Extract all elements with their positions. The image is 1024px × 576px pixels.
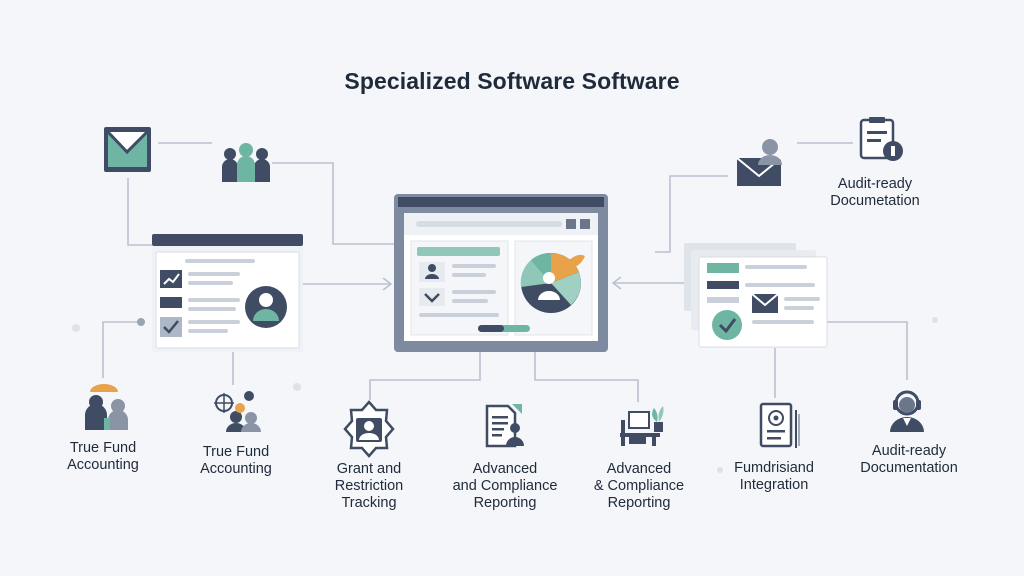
label-line: Advanced (472, 461, 538, 477)
label-line: Accounting (67, 457, 139, 473)
arrow-into-center-right (611, 276, 622, 290)
label-line: Tracking (341, 495, 397, 511)
connector-left-feature1 (102, 321, 145, 378)
label-line: True Fund (69, 440, 137, 456)
feature-label-audit-documentation-top: Audit-ready Documetation (800, 176, 950, 210)
workstation-icon (620, 406, 664, 446)
feature-label-grant-restriction-tracking: Grant and Restriction Tracking (294, 461, 444, 512)
badge-user-icon (343, 400, 395, 458)
connector-team-center (272, 162, 397, 245)
label-line: Accounting (200, 461, 272, 477)
feature-label-audit-documentation-bottom: Audit-ready Documentation (834, 443, 984, 477)
label-line: Reporting (607, 495, 671, 511)
connector-center-feature3 (369, 352, 481, 400)
team-icon (222, 143, 270, 182)
page-title: Specialized Software Software (344, 68, 680, 94)
label-line: Advanced (606, 461, 672, 477)
label-line: Documetation (830, 193, 920, 209)
arrow-into-center-left (382, 277, 393, 291)
label-line: Audit-ready (837, 176, 913, 192)
connector-center-feature5 (534, 352, 639, 402)
feature-label-advanced-compliance-reporting-2: Advanced & Compliance Reporting (564, 461, 714, 512)
label-line: Audit-ready (871, 443, 947, 459)
label-line: and Compliance (452, 478, 558, 494)
label-line: Fumdrisiand (734, 460, 814, 476)
connector-center-mail-right (655, 175, 728, 253)
label-line: Reporting (473, 495, 537, 511)
mail-person-icon (736, 139, 782, 186)
connector-right-feature7 (826, 321, 908, 380)
support-agent-icon (890, 390, 924, 432)
feature-label-advanced-compliance-reporting-1: Advanced and Compliance Reporting (430, 461, 580, 512)
pie-chart-icon (520, 252, 585, 313)
envelope-icon (104, 127, 151, 172)
feature-label-fundraising-integration: Fumdrisiand Integration (699, 460, 849, 494)
collaborators-icon (214, 391, 261, 432)
connector-lines (102, 142, 908, 402)
left-dashboard-window (152, 234, 303, 352)
label-line: Restriction (334, 478, 404, 494)
feature-label-true-fund-accounting-2: True Fund Accounting (161, 444, 311, 478)
report-user-icon (485, 404, 524, 448)
label-line: True Fund (202, 444, 270, 460)
compliance-document-icon (859, 117, 903, 161)
connector-mail-left (127, 178, 152, 246)
label-line: & Compliance (593, 478, 685, 494)
central-dashboard-monitor (394, 194, 608, 352)
integration-document-icon (759, 402, 800, 448)
feature-label-true-fund-accounting-1: True Fund Accounting (28, 440, 178, 474)
connector-arrows (382, 276, 622, 291)
right-document-panel (684, 243, 828, 348)
team-meeting-icon (85, 384, 128, 430)
label-line: Integration (739, 477, 809, 493)
connector-dot (137, 318, 145, 326)
background-dots (72, 317, 938, 473)
label-line: Grant and (336, 461, 402, 477)
label-line: Documentation (860, 460, 958, 476)
